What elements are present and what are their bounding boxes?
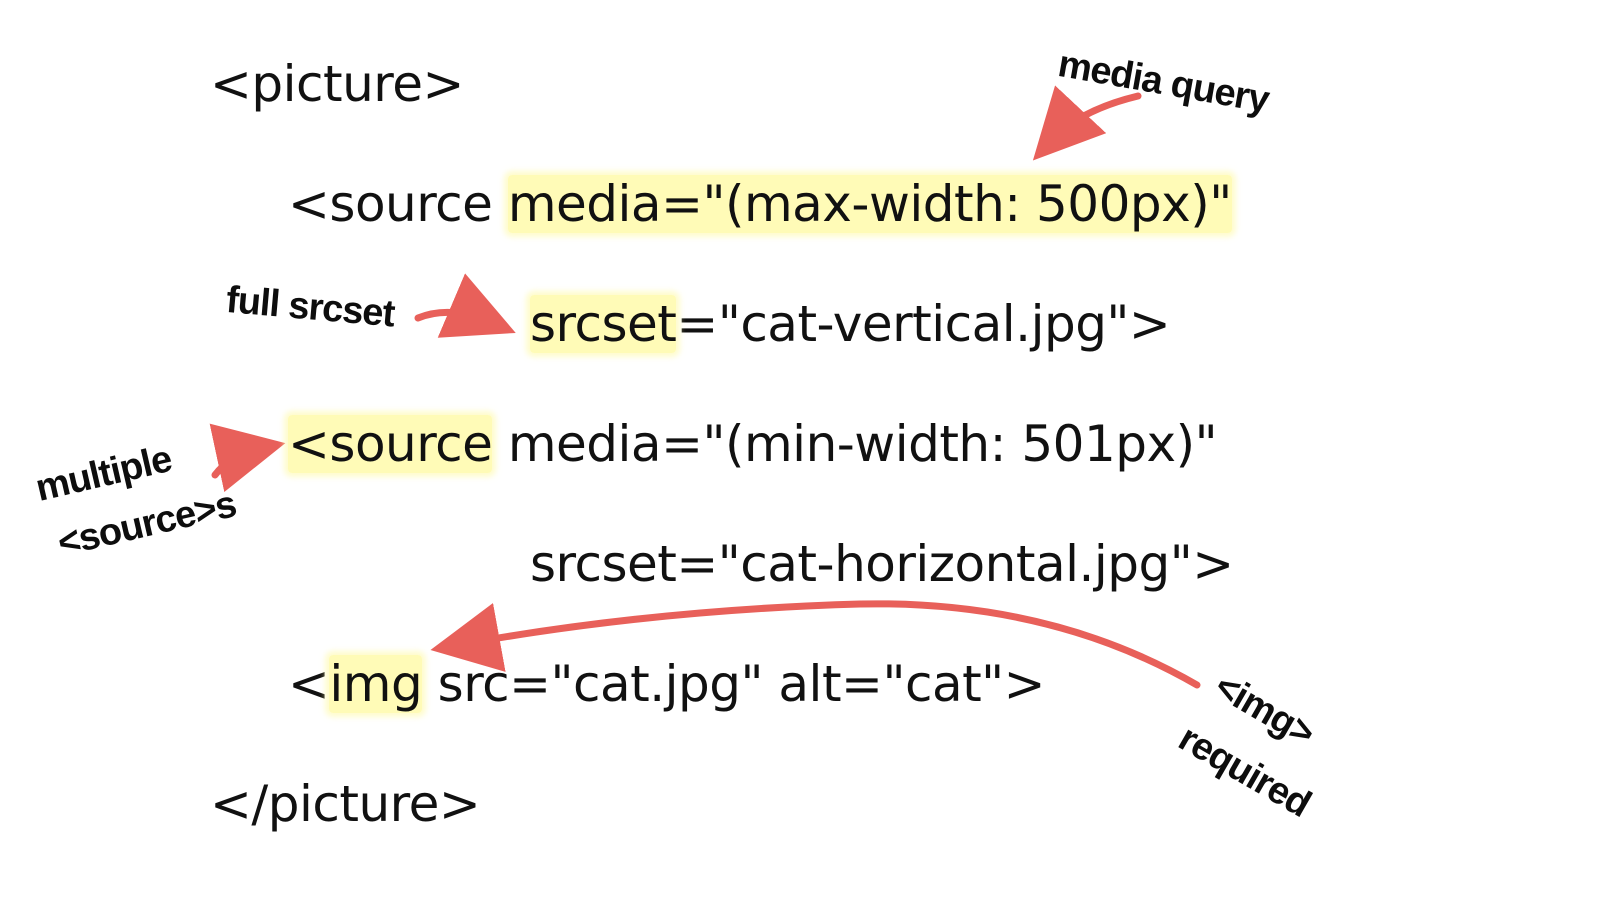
multiple-sources-arrow [209,423,286,493]
media-attribute-highlight: media="(max-width: 500px)" [507,175,1232,233]
picture-close-tag: </picture> [210,775,481,833]
img-required-arrow [430,600,1201,689]
source-min-width-line: <source media="(min-width: 501px)" [288,414,1218,474]
img-tag-line: <img src="cat.jpg" alt="cat"> [288,654,1046,714]
srcset-horizontal-line: srcset="cat-horizontal.jpg"> [530,535,1234,593]
source-tag-highlight: <source [288,415,493,473]
full-srcset-arrow [414,273,516,338]
srcset-vertical-value: ="cat-vertical.jpg"> [676,295,1171,353]
source-min-width-media: media="(min-width: 501px)" [492,415,1218,473]
source-max-width-line: <source media="(max-width: 500px)" [288,174,1232,234]
img-tag-highlight: img [329,655,423,713]
picture-open-tag: <picture> [210,55,464,113]
media-query-arrow [1032,85,1142,161]
srcset-vertical-line: srcset="cat-vertical.jpg"> [530,294,1171,354]
img-open-bracket: < [288,655,330,713]
source-prefix: <source [288,175,508,233]
srcset-attribute-highlight: srcset [530,295,677,353]
img-attributes: src="cat.jpg" alt="cat"> [422,655,1046,713]
